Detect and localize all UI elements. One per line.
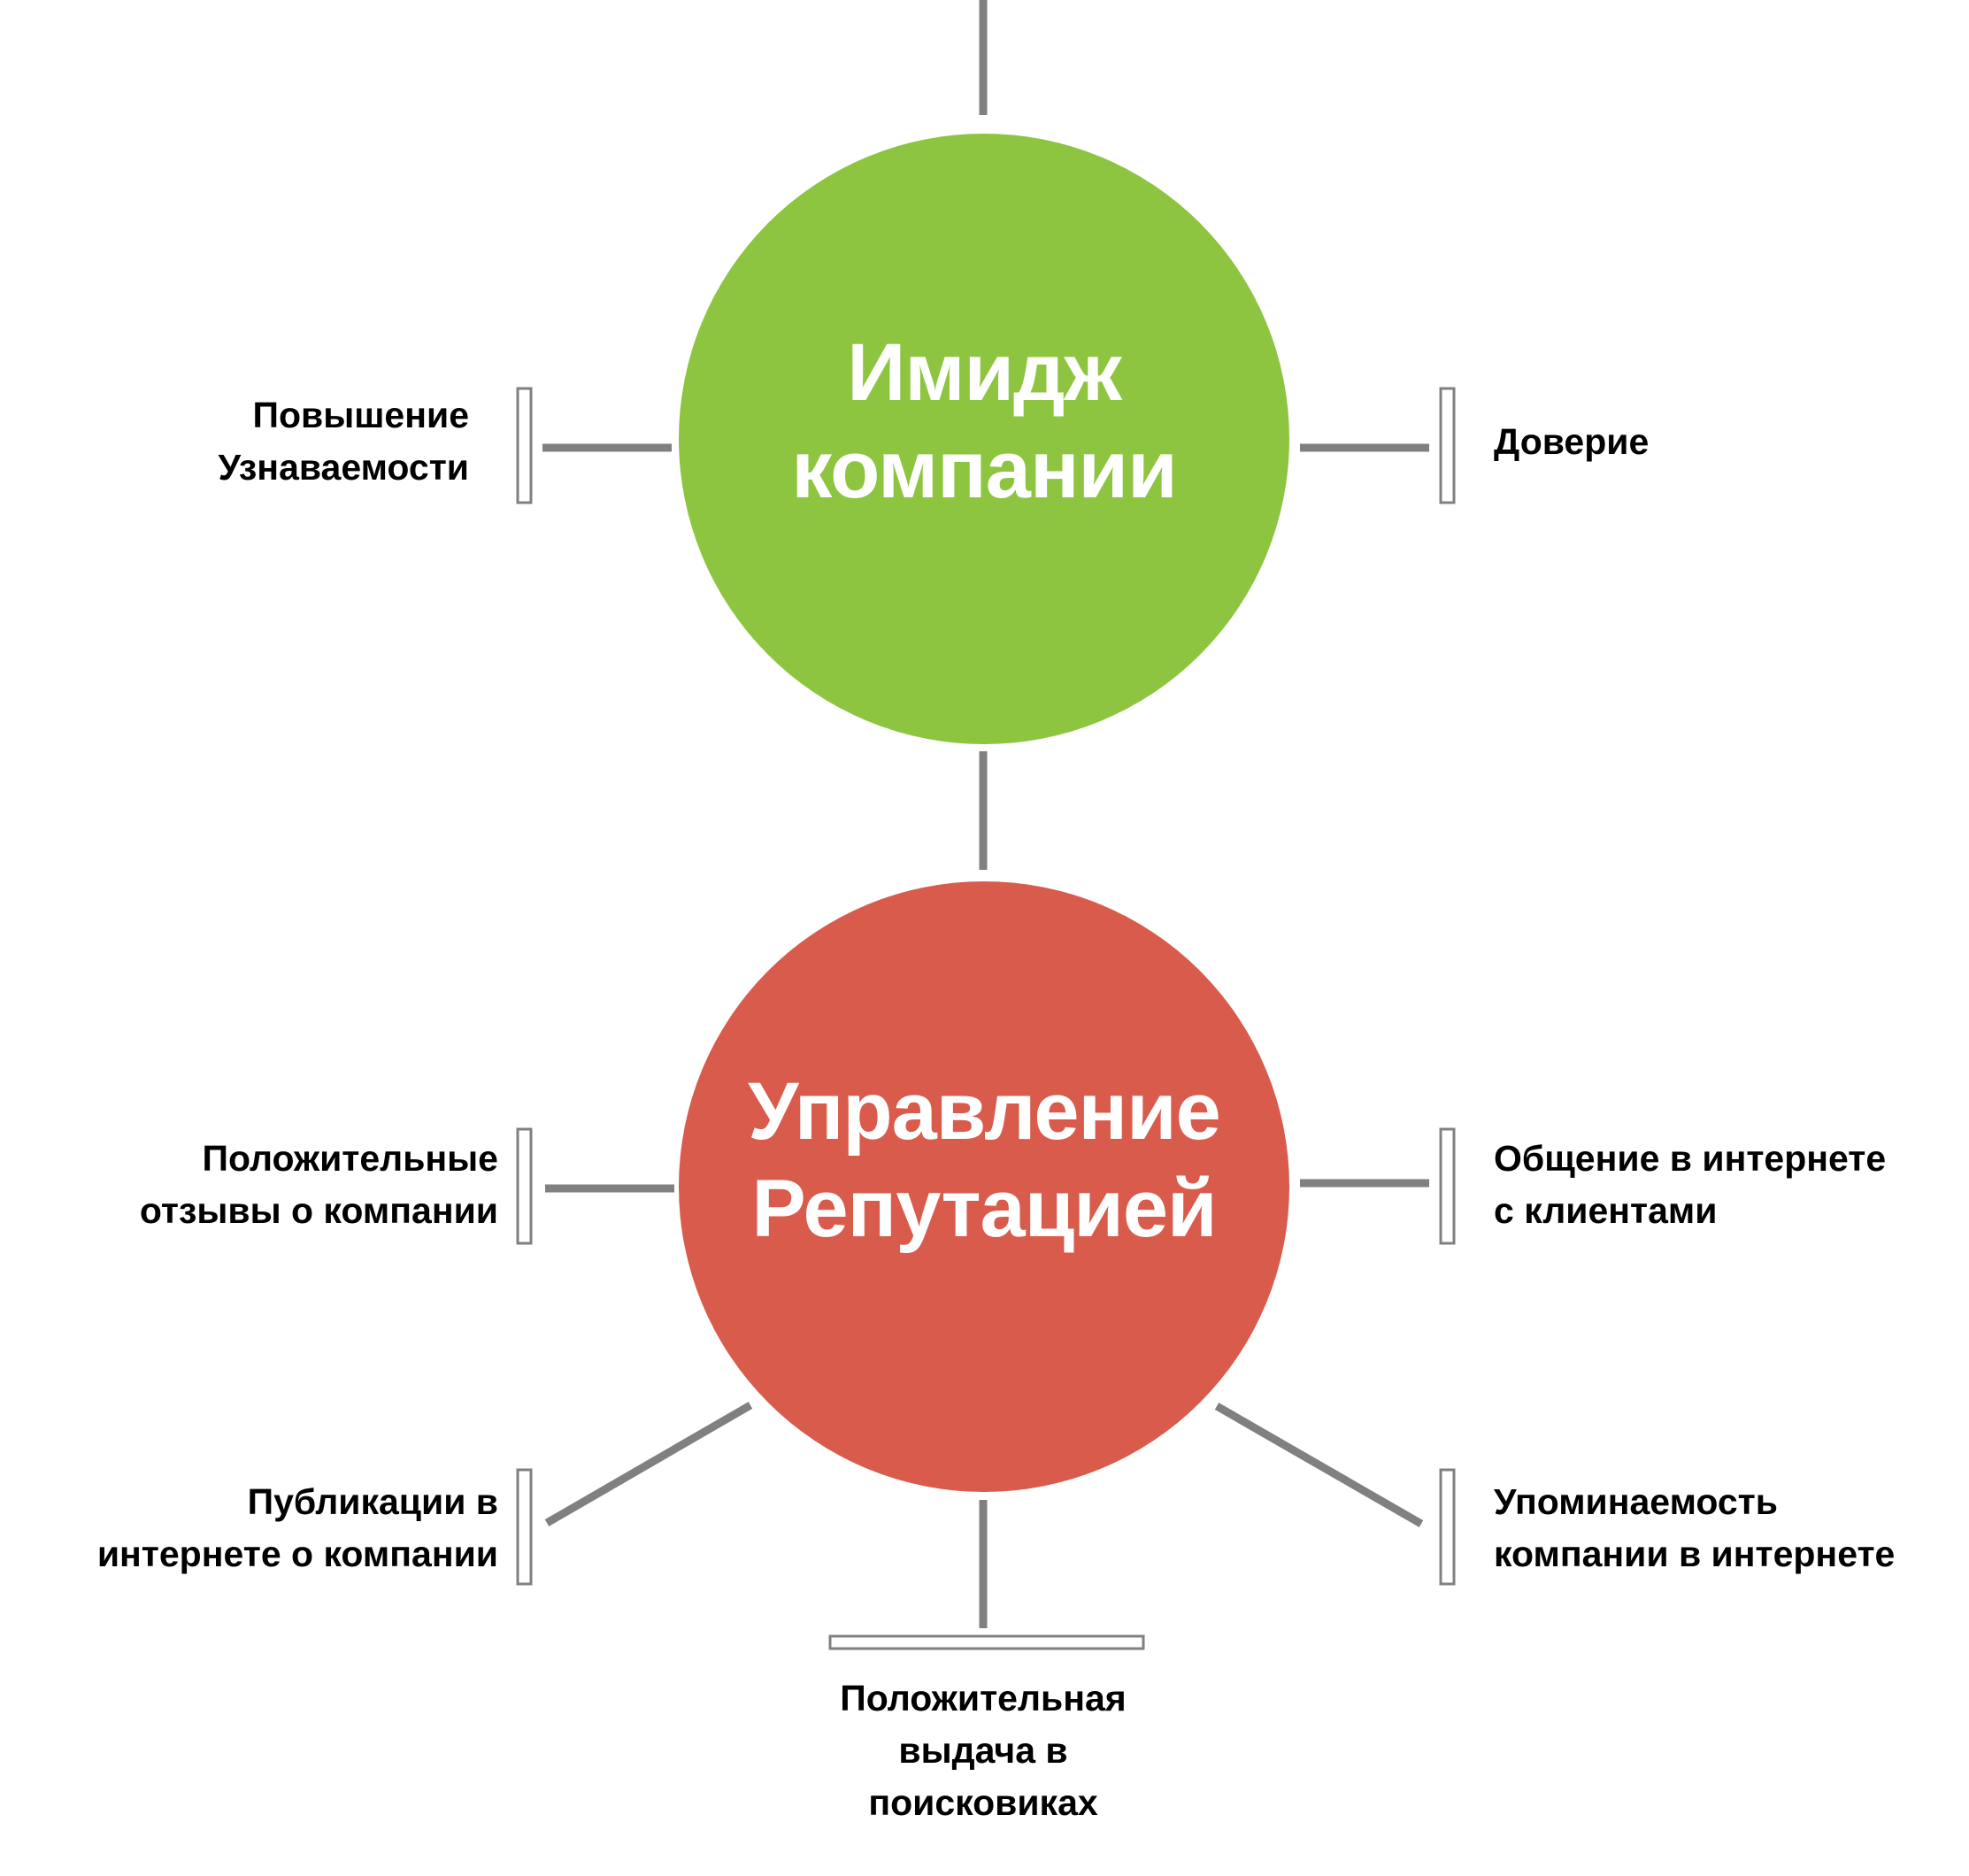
reputation-title-line-2: Репутацией <box>751 1164 1217 1254</box>
label-line: Доверие <box>1494 421 1650 462</box>
bracket-rep-bottom <box>828 1634 1145 1650</box>
label-line: выдача в <box>898 1730 1068 1771</box>
bracket-rep-lower-left <box>516 1468 533 1586</box>
label-line: Публикации в <box>247 1481 498 1522</box>
label-line: Положительная <box>840 1678 1127 1718</box>
bracket-image-left <box>516 387 533 504</box>
label-line: Общение в интернете <box>1494 1138 1887 1179</box>
reputation-title-line-1: Управление <box>748 1066 1221 1157</box>
label-line: Упоминаемость <box>1494 1481 1778 1522</box>
bracket-rep-lower-right <box>1439 1468 1456 1586</box>
label-image-left: Повышение Узнаваемости <box>218 389 469 494</box>
label-image-right: Доверие <box>1494 416 1649 468</box>
label-line: с клиентами <box>1494 1190 1718 1231</box>
image-title-line-2: компании <box>791 425 1177 515</box>
label-rep-left: Положительные отзывы о компании <box>140 1133 498 1237</box>
connector-rep-lower-right <box>1214 1403 1424 1527</box>
image-title-line-1: Имидж <box>847 327 1121 418</box>
connector-rep-lower-left <box>544 1402 753 1526</box>
label-line: отзывы о компании <box>139 1190 498 1231</box>
label-rep-right: Общение в интернете с клиентами <box>1494 1133 1886 1237</box>
bracket-rep-left <box>516 1127 533 1245</box>
bracket-rep-right <box>1439 1127 1456 1245</box>
label-rep-lower-right: Упоминаемость компании в интернете <box>1494 1476 1895 1580</box>
label-line: Повышение <box>252 395 469 435</box>
label-rep-lower-left: Публикации в интернете о компании <box>97 1476 498 1580</box>
label-line: компании в интернете <box>1494 1534 1896 1574</box>
label-rep-bottom: Положительная выдача в поисковиках <box>762 1672 1204 1829</box>
reputation-circle: Управление Репутацией <box>679 881 1289 1492</box>
label-line: Узнаваемости <box>218 447 469 488</box>
label-line: поисковиках <box>868 1782 1098 1823</box>
label-line: Положительные <box>202 1138 499 1179</box>
label-line: интернете о компании <box>96 1534 498 1574</box>
image-circle: Имидж компании <box>679 134 1289 744</box>
bracket-image-right <box>1439 387 1456 504</box>
